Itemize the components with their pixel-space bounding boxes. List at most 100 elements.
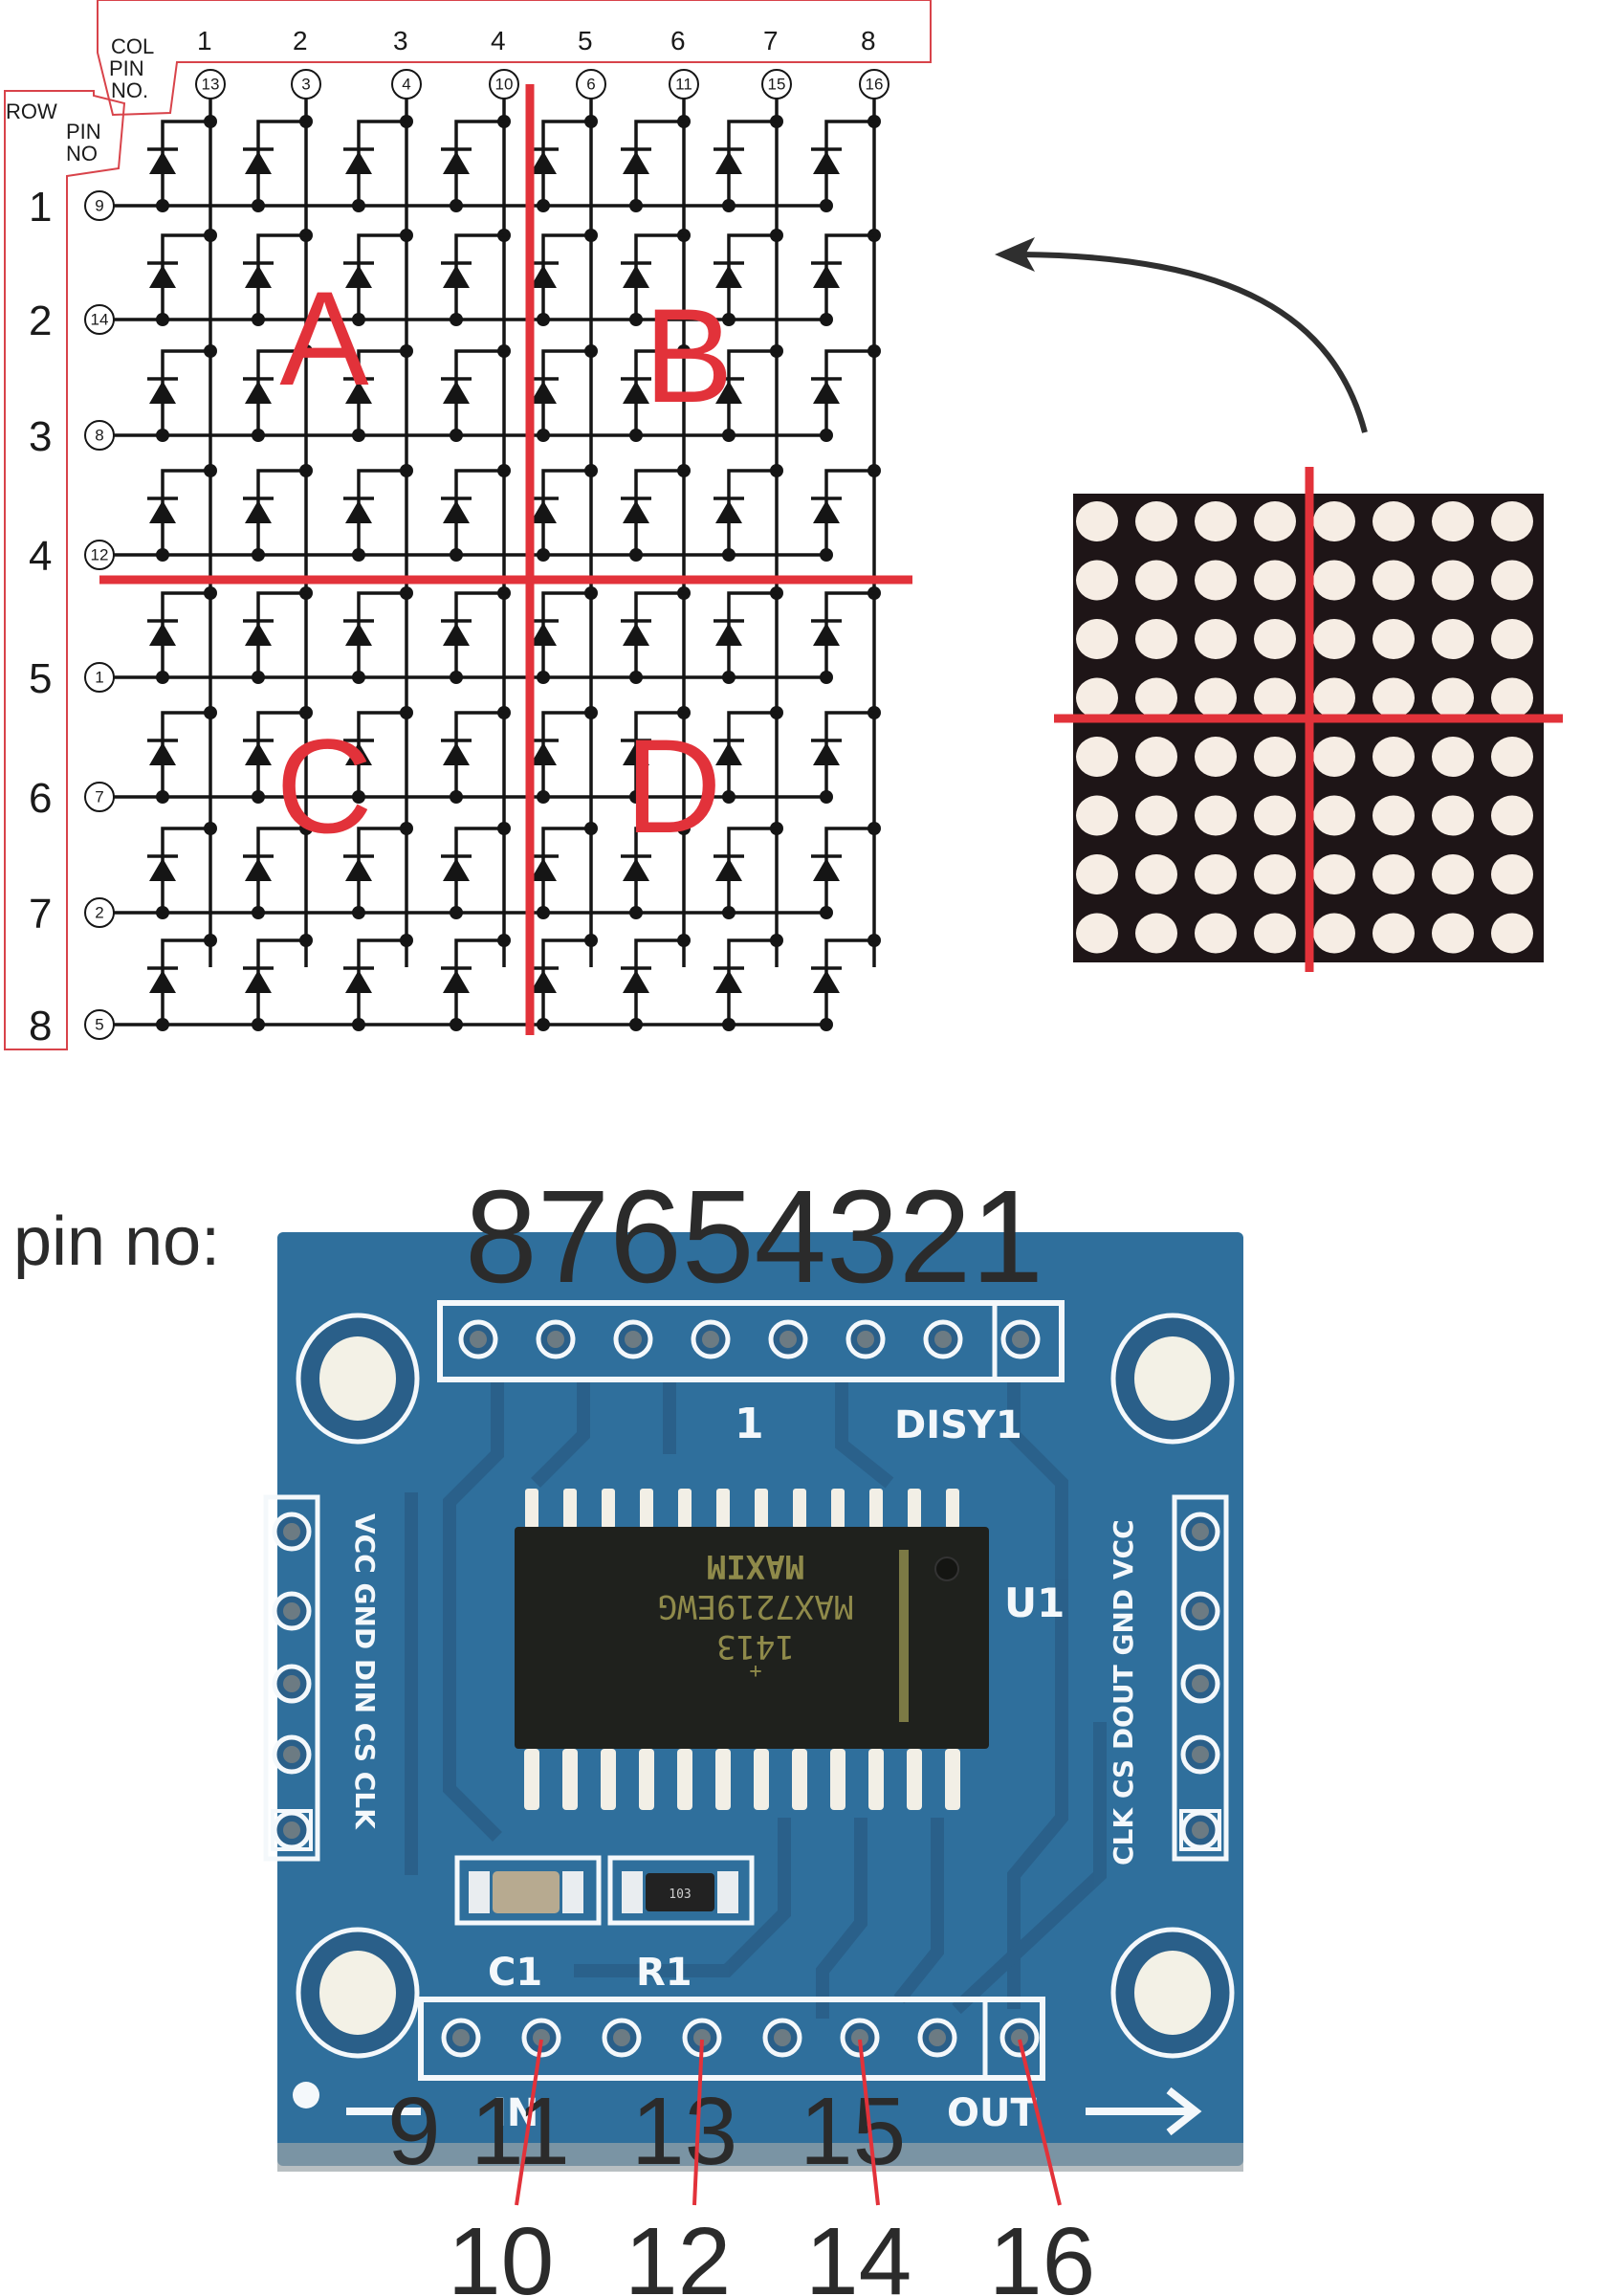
even-pin-number: 10: [448, 2208, 554, 2296]
row-pin-circle: 12: [84, 540, 115, 570]
led-matrix-schematic: COL PIN NO. ROW PIN NO 11323344105661171…: [4, 0, 932, 1050]
column-pin-circle: 3: [291, 69, 321, 99]
svg-text:PIN: PIN: [109, 56, 144, 80]
capacitor-reference: C1: [488, 1951, 542, 1995]
column-number: 4: [491, 26, 506, 55]
svg-text:11: 11: [675, 76, 692, 94]
led-dot: [1432, 560, 1474, 601]
row-pin-circle: 2: [84, 897, 115, 928]
column-header-box: [97, 0, 932, 117]
column-number: 1: [197, 26, 212, 55]
svg-text:4: 4: [402, 76, 410, 94]
led-dot: [1313, 913, 1355, 954]
led-dot: [1135, 854, 1177, 894]
led-dot: [1135, 677, 1177, 718]
led-dot: [1076, 737, 1118, 777]
led-dot: [1254, 737, 1296, 777]
odd-pin-number: 13: [631, 2078, 737, 2185]
svg-text:VCC GND DIN CS CLK: VCC GND DIN CS CLK: [349, 1513, 381, 1830]
column-number: 7: [763, 26, 779, 55]
svg-text:6: 6: [586, 76, 595, 94]
led-dot: [1254, 501, 1296, 541]
led-dot: [1491, 913, 1533, 954]
led-dot: [1432, 737, 1474, 777]
mounting-hole: [296, 1313, 420, 1445]
header-pin1-marker: 1: [735, 1400, 764, 1448]
row-number: 2: [29, 298, 52, 344]
pin-callout-line: [515, 2039, 543, 2206]
led-dot: [1135, 795, 1177, 836]
quadrant-label-b: B: [644, 280, 733, 430]
led-dot: [1432, 501, 1474, 541]
quadrant-label-d: D: [625, 711, 721, 861]
resistor-r1: 103: [607, 1855, 755, 1926]
led-dot: [1491, 737, 1533, 777]
row-pin-circle: 14: [84, 304, 115, 335]
svg-text:COL: COL: [111, 34, 154, 58]
led-dot: [1372, 560, 1415, 601]
led-dot: [1432, 913, 1474, 954]
pin-callout-line: [692, 2039, 704, 2206]
svg-text:10: 10: [495, 76, 514, 94]
row-pin-circle: 7: [84, 782, 115, 812]
top-pin-header: [437, 1300, 1065, 1382]
svg-text:16: 16: [866, 76, 884, 94]
led-dot: [1076, 501, 1118, 541]
odd-pin-number: 15: [800, 2078, 906, 2185]
svg-text:2: 2: [95, 904, 103, 922]
led-dot: [1432, 795, 1474, 836]
led-dot: [1313, 560, 1355, 601]
svg-text:MAX7219EWG: MAX7219EWG: [658, 1587, 854, 1625]
svg-text:CLK CS DOUT GND VCC: CLK CS DOUT GND VCC: [1108, 1519, 1139, 1866]
right-header-labels: CLK CS DOUT GND VCC: [1108, 1519, 1139, 1866]
svg-text:1413: 1413: [716, 1627, 795, 1666]
svg-text:15: 15: [768, 76, 786, 94]
max7219-board: VCC GND DIN CS CLK CLK CS DOUT GND VCC 1…: [263, 1232, 1243, 2172]
chip-reference: U1: [1004, 1579, 1065, 1626]
svg-text:103: 103: [669, 1888, 691, 1902]
column-number: 2: [293, 26, 308, 55]
column-pin-circle: 11: [669, 69, 699, 99]
row-number: 1: [29, 184, 52, 231]
svg-text:14: 14: [91, 311, 109, 329]
led-dot: [1135, 501, 1177, 541]
column-number: 5: [578, 26, 593, 55]
led-dot: [1372, 737, 1415, 777]
mounting-hole: [1110, 1313, 1235, 1445]
svg-text:NO: NO: [66, 142, 98, 166]
row-number: 8: [29, 1003, 52, 1049]
pin-callout-line: [1018, 2039, 1062, 2206]
row-number: 6: [29, 775, 52, 822]
led-dot: [1432, 619, 1474, 659]
input-arrow-icon: [293, 2082, 421, 2115]
row-number: 5: [29, 655, 52, 702]
led-dot: [1076, 619, 1118, 659]
led-dot: [1313, 677, 1355, 718]
led-dot: [1372, 795, 1415, 836]
led-dot: [1076, 560, 1118, 601]
mounting-hole: [1110, 1927, 1235, 2059]
svg-text:1: 1: [95, 669, 103, 687]
led-dot: [1372, 619, 1415, 659]
led-dot: [1491, 854, 1533, 894]
led-dot: [1195, 619, 1237, 659]
row-pin-circle: 1: [84, 662, 115, 693]
led-dot: [1135, 737, 1177, 777]
pcb-traces: [405, 1378, 1107, 2019]
led-dot: [1372, 854, 1415, 894]
row-number: 4: [29, 533, 52, 580]
led-dot: [1195, 501, 1237, 541]
svg-text:MAXIM: MAXIM: [707, 1547, 804, 1585]
led-dot: [1254, 677, 1296, 718]
led-dot: [1254, 854, 1296, 894]
led-dot: [1313, 737, 1355, 777]
row-pin-circle: 9: [84, 190, 115, 221]
resistor-reference: R1: [636, 1951, 692, 1995]
led-dot: [1076, 913, 1118, 954]
col-pin-no-label: COL PIN NO.: [109, 34, 154, 102]
led-dot: [1254, 560, 1296, 601]
led-matrix-module: [1054, 467, 1563, 972]
